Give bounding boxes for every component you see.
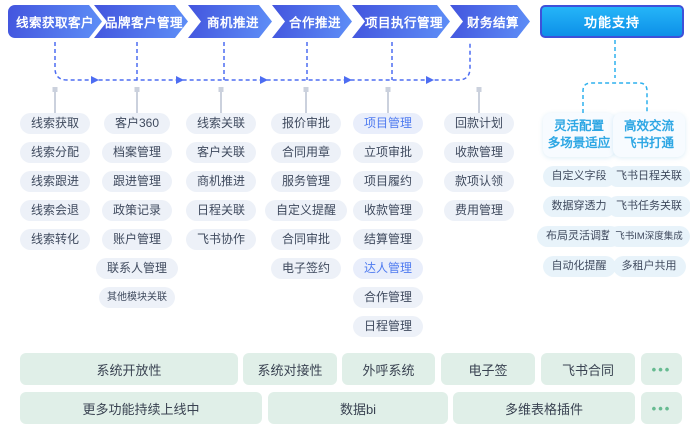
feature-pill: 回款计划 xyxy=(443,113,515,134)
support-pill: 飞书日程关联 xyxy=(607,166,690,187)
main-flow-bracket xyxy=(54,42,471,81)
feature-pill: 线索获取 xyxy=(19,113,91,134)
feature-pill: 线索会退 xyxy=(19,200,91,221)
feature-pill: 费用管理 xyxy=(443,200,515,221)
support-pill: 飞书IM深度集成 xyxy=(608,226,690,247)
support-group-feishu-integration: 高效交流 飞书打通 飞书日程关联 飞书任务关联 飞书IM深度集成 多租户共用 xyxy=(607,113,690,277)
feature-pill: 政策记录 xyxy=(101,200,173,221)
flow-step-project-execution: 项目执行管理 xyxy=(352,5,450,38)
feature-pill: 立项审批 xyxy=(352,142,424,163)
bottom-box-more-features: 更多功能持续上线中 xyxy=(20,392,262,424)
feature-pill: 收款管理 xyxy=(443,142,515,163)
column-finance: 回款计划 收款管理 款项认领 费用管理 xyxy=(443,113,515,221)
column-leads: 线索获取 线索分配 线索跟进 线索会退 线索转化 xyxy=(19,113,91,250)
support-pill: 飞书任务关联 xyxy=(607,196,690,217)
feature-pill: 合同审批 xyxy=(270,229,342,250)
support-title-line: 灵活配置 xyxy=(553,119,604,133)
feature-pill: 自定义提醒 xyxy=(264,200,348,221)
feature-pill: 客户关联 xyxy=(185,142,257,163)
support-bracket xyxy=(582,40,648,113)
feature-pill: 合同用章 xyxy=(270,142,342,163)
support-group-title: 高效交流 飞书打通 xyxy=(613,113,685,157)
flow-step-cooperation: 合作推进 xyxy=(272,5,352,38)
flow-step-brand-customer: 品牌客户管理 xyxy=(94,5,188,38)
feature-pill: 线索关联 xyxy=(185,113,257,134)
feature-pill: 其他模块关联 xyxy=(98,287,175,308)
feature-pill: 收款管理 xyxy=(352,200,424,221)
feature-pill: 日程关联 xyxy=(185,200,257,221)
feature-pill: 跟进管理 xyxy=(101,171,173,192)
feature-pill: 客户360 xyxy=(103,113,171,134)
support-pill: 自动化提醒 xyxy=(542,256,616,277)
feature-pill: 项目履约 xyxy=(352,171,424,192)
support-pill: 自定义字段 xyxy=(542,166,616,187)
column-opportunity: 线索关联 客户关联 商机推进 日程关联 飞书协作 xyxy=(185,113,257,250)
support-group-flexible-config: 灵活配置 多场景适应 自定义字段 数据穿透力 布局灵活调整 自动化提醒 xyxy=(537,113,621,277)
bottom-box-feishu-contract: 飞书合同 xyxy=(541,353,635,385)
bottom-box-system-openness: 系统开放性 xyxy=(20,353,238,385)
feature-pill: 结算管理 xyxy=(352,229,424,250)
bottom-box-multi-table-plugin: 多维表格插件 xyxy=(453,392,635,424)
column-cooperation: 报价审批 合同用章 服务管理 自定义提醒 合同审批 电子签约 xyxy=(264,113,348,279)
more-dots-icon: ••• xyxy=(641,353,682,385)
support-pill: 数据穿透力 xyxy=(542,196,616,217)
support-title-line: 飞书打通 xyxy=(623,136,674,150)
support-group-title: 灵活配置 多场景适应 xyxy=(543,113,615,157)
feature-pill: 飞书协作 xyxy=(185,229,257,250)
support-title-line: 多场景适应 xyxy=(547,136,611,150)
feature-pill: 联系人管理 xyxy=(95,258,179,279)
column-drop-connector xyxy=(52,87,482,113)
column-project: 项目管理 立项审批 项目履约 收款管理 结算管理 达人管理 合作管理 日程管理 xyxy=(352,113,424,337)
feature-pill: 款项认领 xyxy=(443,171,515,192)
feature-pill: 线索转化 xyxy=(19,229,91,250)
feature-pill: 报价审批 xyxy=(270,113,342,134)
flow-step-lead-acquisition: 线索获取客户 xyxy=(8,5,102,38)
feature-pill: 合作管理 xyxy=(352,287,424,308)
feature-pill: 线索跟进 xyxy=(19,171,91,192)
flow-step-opportunity: 商机推进 xyxy=(188,5,272,38)
feature-pill: 商机推进 xyxy=(185,171,257,192)
more-dots-icon: ••• xyxy=(641,392,682,424)
bottom-box-outbound-call: 外呼系统 xyxy=(342,353,435,385)
support-pill: 多租户共用 xyxy=(612,256,686,277)
support-button: 功能支持 xyxy=(540,5,684,38)
feature-pill: 日程管理 xyxy=(352,316,424,337)
bottom-box-system-docking: 系统对接性 xyxy=(243,353,337,385)
feature-pill: 服务管理 xyxy=(270,171,342,192)
feature-pill: 账户管理 xyxy=(101,229,173,250)
feature-pill: 线索分配 xyxy=(19,142,91,163)
support-pill: 布局灵活调整 xyxy=(537,226,621,247)
column-customer: 客户360 档案管理 跟进管理 政策记录 账户管理 联系人管理 其他模块关联 xyxy=(95,113,179,308)
bottom-box-data-bi: 数据bi xyxy=(268,392,448,424)
support-title-line: 高效交流 xyxy=(623,119,674,133)
feature-pill: 档案管理 xyxy=(101,142,173,163)
flow-step-finance-settlement: 财务结算 xyxy=(450,5,530,38)
feature-pill: 电子签约 xyxy=(270,258,342,279)
flow-direction-arrow-icon xyxy=(91,76,434,84)
bottom-box-e-signature: 电子签 xyxy=(441,353,535,385)
feature-pill-highlighted: 项目管理 xyxy=(352,113,424,134)
feature-pill-highlighted: 达人管理 xyxy=(352,258,424,279)
